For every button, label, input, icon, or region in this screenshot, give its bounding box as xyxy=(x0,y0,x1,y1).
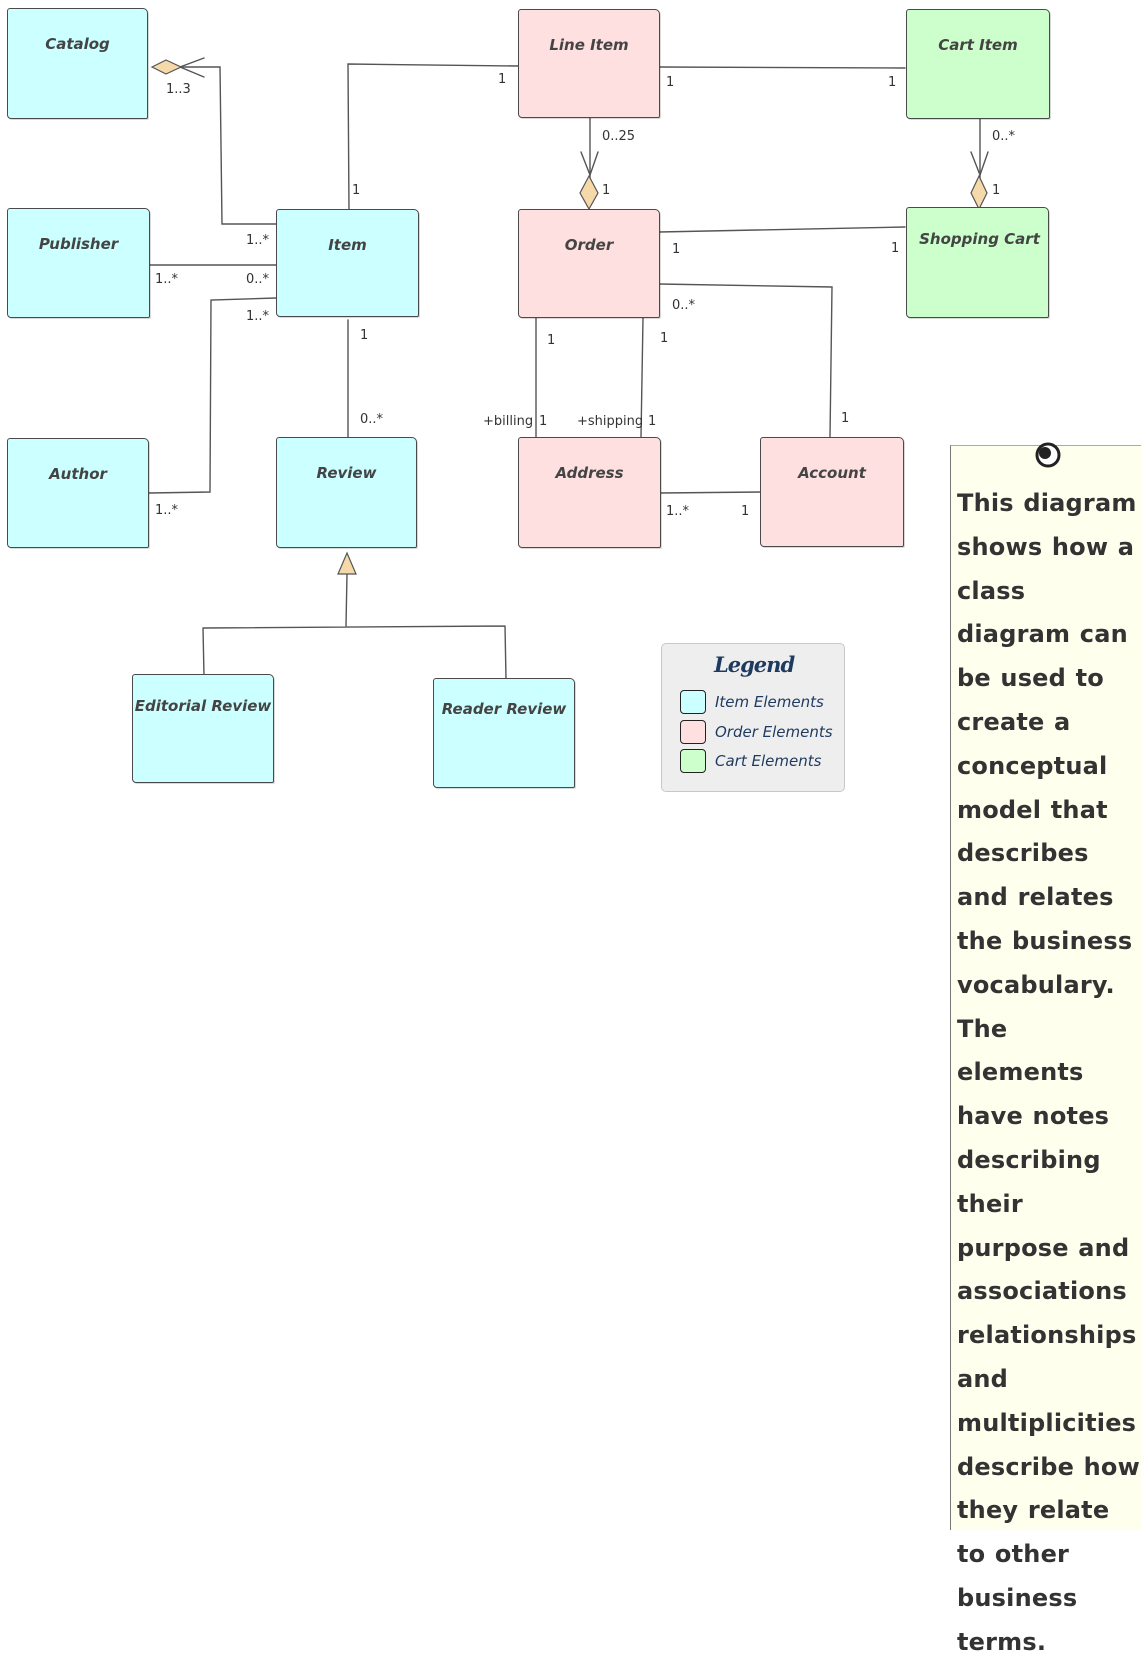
multiplicity: 1 xyxy=(672,242,681,257)
address-account-association xyxy=(659,491,763,494)
class-reader-review[interactable]: Reader Review xyxy=(433,678,575,788)
association-lines xyxy=(148,57,989,680)
item-lineitem-association xyxy=(347,63,519,211)
legend-label: Order Elements xyxy=(715,723,833,741)
class-name: Cart Item xyxy=(938,36,1018,54)
legend-label: Cart Elements xyxy=(715,752,822,770)
lineitem-cartitem-association xyxy=(659,66,906,69)
catalog-item-arrow-icon xyxy=(179,57,205,78)
class-name: Author xyxy=(49,465,107,483)
multiplicity: 1 xyxy=(888,75,897,90)
multiplicity: 1 xyxy=(841,411,850,426)
author-item-association xyxy=(148,297,277,494)
class-author[interactable]: Author xyxy=(7,438,149,548)
multiplicity: 1 xyxy=(660,331,669,346)
lineitem-order-arrow-icon xyxy=(580,151,599,178)
class-account[interactable]: Account xyxy=(760,437,904,547)
class-publisher[interactable]: Publisher xyxy=(7,208,150,318)
legend: Legend Item Elements Order Elements Cart… xyxy=(661,643,845,792)
multiplicity: 0..* xyxy=(246,272,270,287)
class-name: Account xyxy=(798,464,866,482)
role-shipping: +shipping xyxy=(577,414,644,429)
class-name: Editorial Review xyxy=(134,697,272,715)
class-name: Item xyxy=(328,236,367,254)
multiplicity: 1 xyxy=(539,414,548,429)
pin-icon xyxy=(1035,442,1061,468)
class-name: Order xyxy=(564,236,614,254)
catalog-item-association xyxy=(153,66,277,225)
legend-title: Legend xyxy=(714,652,795,677)
multiplicity: 1..3 xyxy=(166,82,191,97)
order-address-shipping xyxy=(640,317,644,438)
multiplicity: 0..* xyxy=(672,298,696,313)
multiplicity: 1..* xyxy=(246,309,270,324)
legend-swatch-item xyxy=(680,690,706,714)
catalog-aggregation-diamond-icon xyxy=(150,59,183,75)
class-order[interactable]: Order xyxy=(518,209,660,318)
class-name: Catalog xyxy=(45,35,110,53)
multiplicity: 1 xyxy=(891,241,900,256)
class-name: Line Item xyxy=(549,36,629,54)
legend-label: Item Elements xyxy=(715,693,824,711)
multiplicity: 1 xyxy=(602,183,611,198)
order-account-association xyxy=(658,283,833,438)
multiplicity: 1 xyxy=(648,414,657,429)
class-review[interactable]: Review xyxy=(276,437,417,548)
multiplicity: 1..* xyxy=(246,233,270,248)
multiplicity: 1..* xyxy=(666,504,690,519)
role-billing: +billing xyxy=(483,414,534,429)
multiplicity: 1 xyxy=(992,183,1001,198)
multiplicity: 1 xyxy=(547,333,556,348)
note-text: This diagram shows how a class diagram c… xyxy=(957,489,1140,1656)
legend-swatch-cart xyxy=(680,749,706,773)
class-name: Shopping Cart xyxy=(919,230,1040,248)
multiplicity: 1..* xyxy=(155,503,179,518)
multiplicity: 1 xyxy=(360,328,369,343)
class-item[interactable]: Item xyxy=(276,209,419,317)
multiplicity: 1 xyxy=(741,504,750,519)
multiplicity: 0..* xyxy=(360,412,384,427)
review-generalization xyxy=(202,573,507,680)
cart-aggregation-diamond-icon xyxy=(970,174,988,211)
multiplicity: 1..* xyxy=(155,272,179,287)
class-name: Publisher xyxy=(38,235,119,253)
class-catalog[interactable]: Catalog xyxy=(7,8,148,119)
class-name: Address xyxy=(555,464,624,482)
class-line-item[interactable]: Line Item xyxy=(518,9,660,118)
class-shopping-cart[interactable]: Shopping Cart xyxy=(906,207,1049,318)
class-cart-item[interactable]: Cart Item xyxy=(906,9,1050,119)
multiplicity: 1 xyxy=(666,75,675,90)
generalization-triangle-icon xyxy=(337,551,357,575)
multiplicity: 0..* xyxy=(992,129,1016,144)
order-aggregation-diamond-icon xyxy=(579,174,599,211)
multiplicity: 1 xyxy=(352,183,361,198)
class-editorial-review[interactable]: Editorial Review xyxy=(132,674,274,783)
cartitem-cart-arrow-icon xyxy=(970,151,989,178)
class-diagram: Catalog Publisher Author Item Review Edi… xyxy=(7,8,1141,1656)
multiplicity: 0..25 xyxy=(602,129,636,144)
multiplicity: 1 xyxy=(498,72,507,87)
class-name: Reader Review xyxy=(441,700,567,718)
legend-swatch-order xyxy=(680,720,706,744)
order-cart-association xyxy=(658,226,906,233)
class-address[interactable]: Address xyxy=(518,437,661,548)
diagram-note[interactable]: This diagram shows how a class diagram c… xyxy=(950,442,1141,1656)
class-name: Review xyxy=(316,464,377,482)
